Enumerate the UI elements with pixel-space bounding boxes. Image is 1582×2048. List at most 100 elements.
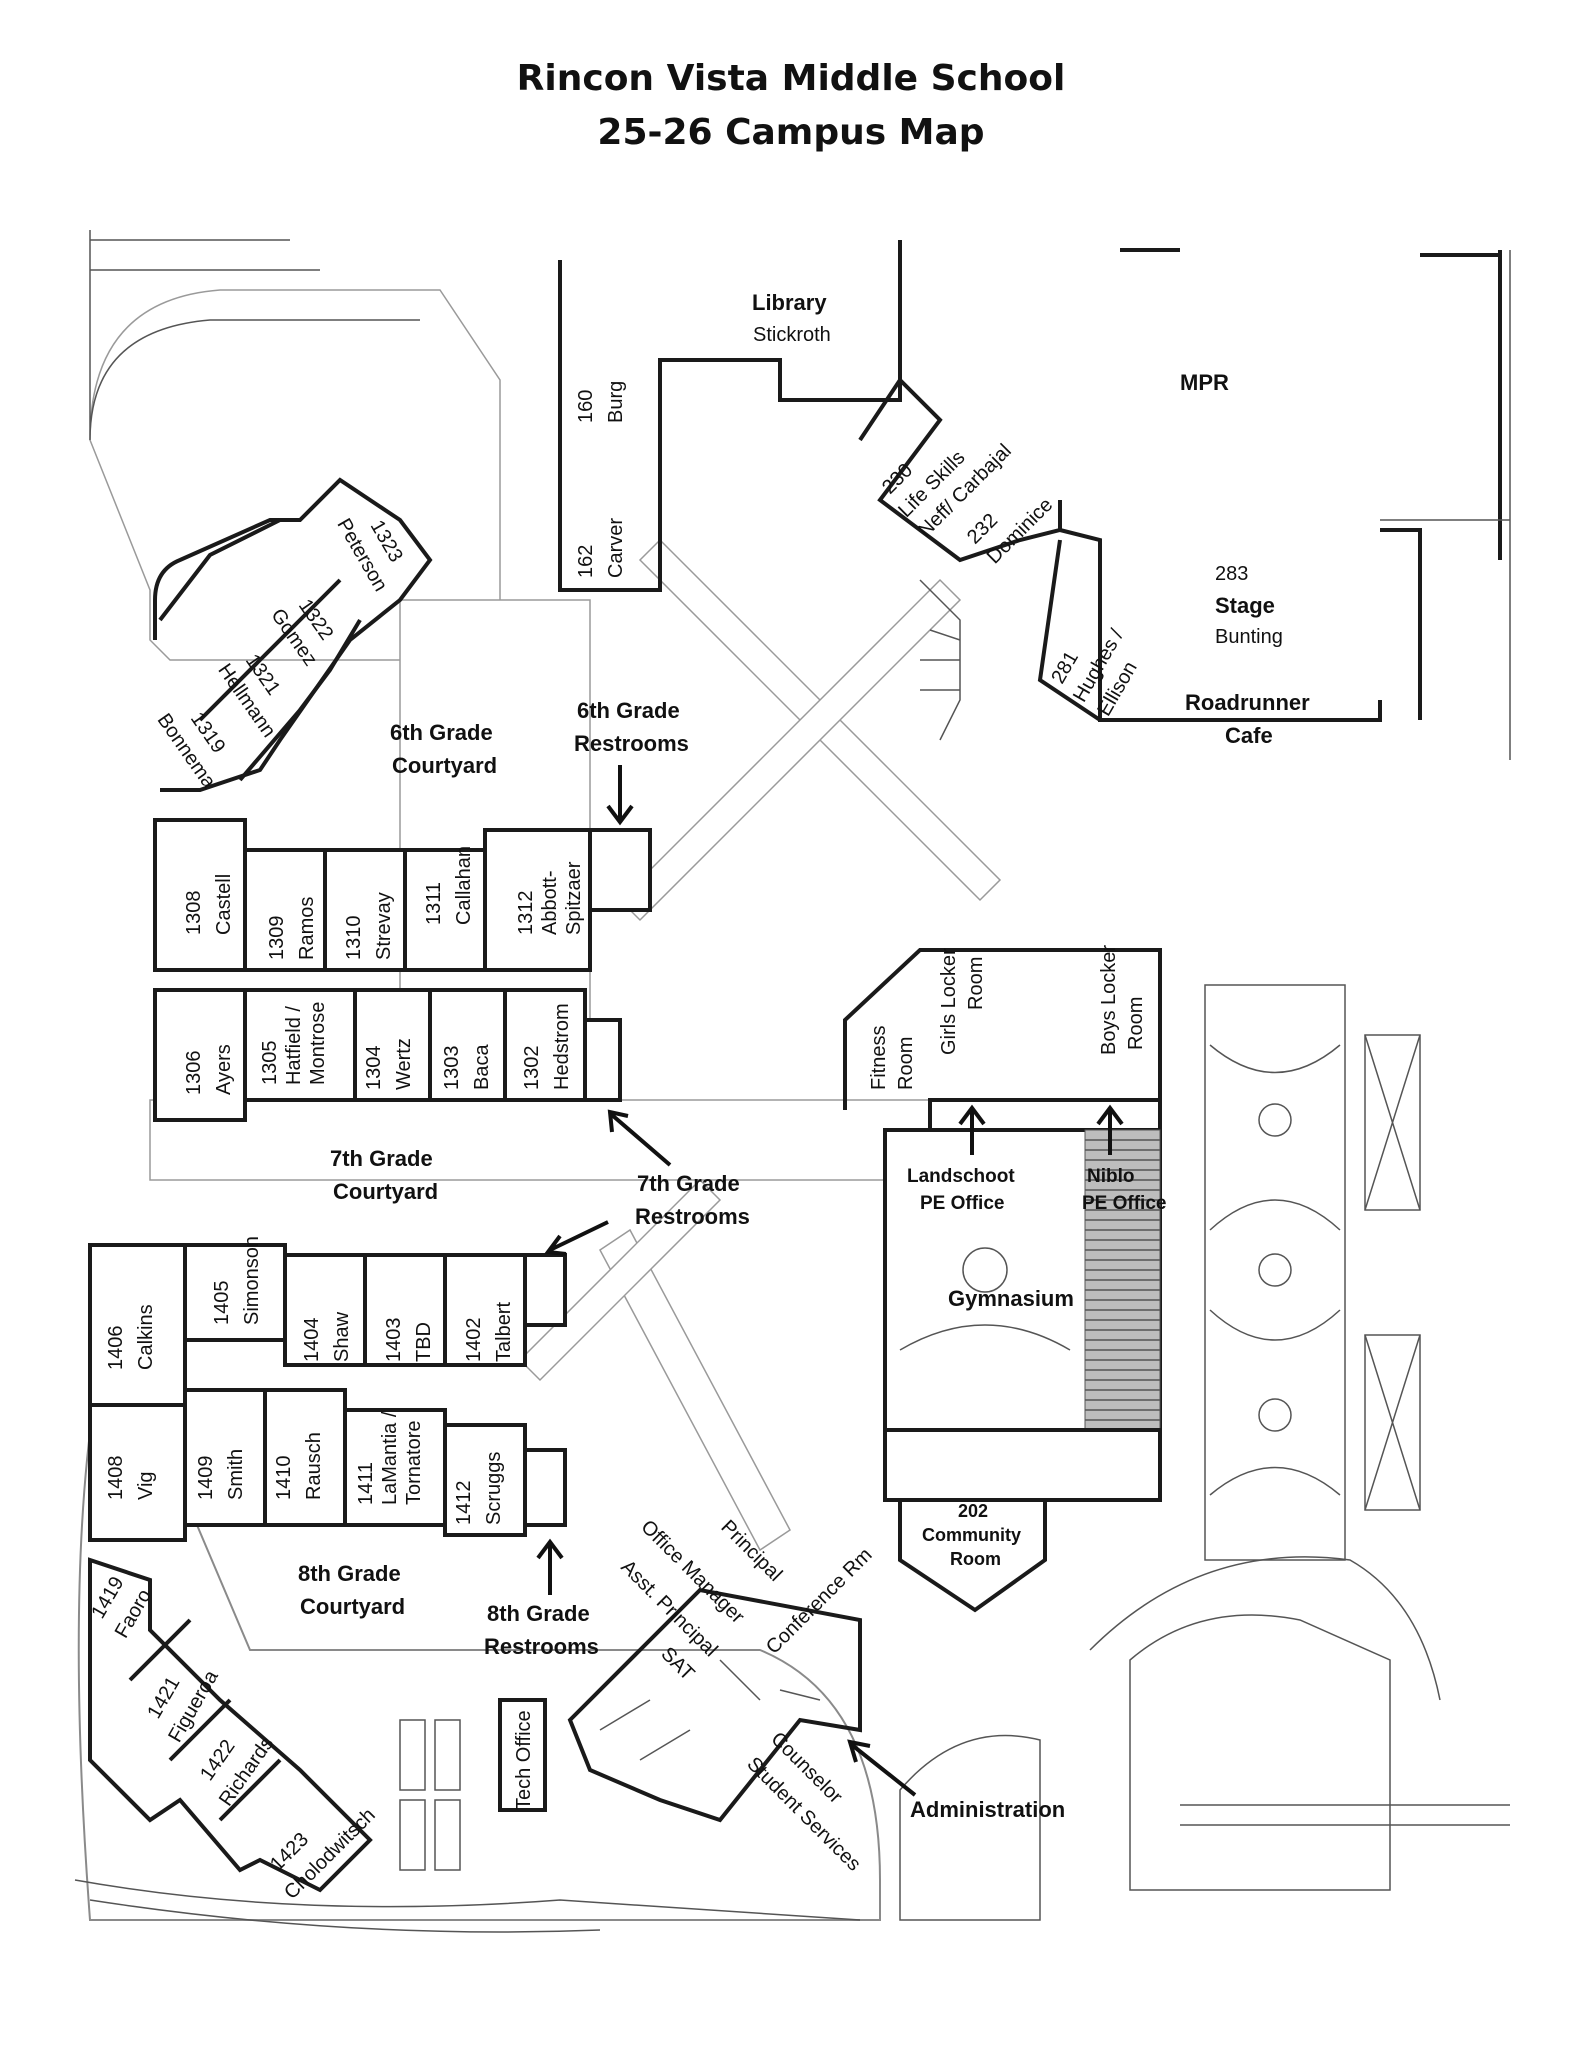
community-room-line3: Room: [950, 1549, 1001, 1569]
sixth-grade-wing: [153, 477, 652, 1122]
map-title: Rincon Vista Middle School 25-26 Campus …: [0, 52, 1582, 160]
stage-teacher: Bunting: [1215, 626, 1283, 648]
fitness-room-line1: Fitness: [868, 1026, 890, 1090]
mpr-label: MPR: [1180, 370, 1229, 395]
room-1412-num: 1412: [453, 1481, 475, 1526]
gym-block: [843, 948, 1162, 1613]
map-subtitle: 25-26 Campus Map: [597, 112, 985, 153]
boys-locker-line1: Boys Locker: [1098, 945, 1120, 1055]
room-1303-num: 1303: [441, 1046, 463, 1091]
tech-office-label: Tech Office: [513, 1710, 535, 1810]
library-label: Library: [752, 290, 827, 315]
room-1404-num: 1404: [301, 1318, 323, 1363]
room-1411-num: 1411: [355, 1462, 377, 1505]
arrow-administration: [847, 1739, 917, 1797]
stage-label: Stage: [1215, 593, 1275, 618]
boys-locker-line2: Room: [1125, 997, 1147, 1050]
courtyard-6-line1: 6th Grade: [390, 720, 493, 745]
arrow-6th-restrooms: [606, 765, 634, 826]
room-1411-line1: LaMantia /: [379, 1411, 401, 1505]
room-1406-num: 1406: [105, 1326, 127, 1371]
cafe-label-1: Roadrunner: [1185, 690, 1310, 715]
room-160-teacher: Burg: [605, 381, 627, 423]
room-1306-num: 1306: [183, 1051, 205, 1096]
school-name: Rincon Vista Middle School: [516, 58, 1066, 99]
courtyard-6-line2: Courtyard: [392, 753, 497, 778]
room-1409-num: 1409: [195, 1456, 217, 1501]
niblo-line1: Niblo: [1087, 1166, 1135, 1187]
stage-room: 283: [1215, 563, 1248, 585]
admin-building: [567, 1587, 862, 1823]
room-1304-teacher: Wertz: [393, 1038, 415, 1090]
library-teacher: Stickroth: [753, 324, 831, 346]
room-1309-num: 1309: [266, 916, 288, 961]
room-1402-num: 1402: [463, 1318, 485, 1363]
restrooms-8-line1: 8th Grade: [487, 1601, 590, 1626]
restrooms-8-line2: Restrooms: [484, 1634, 599, 1659]
restrooms-7-line1: 7th Grade: [637, 1171, 740, 1196]
girls-locker-line1: Girls Locker: [938, 948, 960, 1055]
room-1311-teacher: Callahan: [453, 846, 475, 925]
room-1403-num: 1403: [383, 1318, 405, 1363]
room-1305-line1: Hatfield /: [283, 1006, 305, 1085]
room-1305-num: 1305: [259, 1041, 281, 1086]
room-1310-num: 1310: [343, 916, 365, 961]
courtyard-7-line2: Courtyard: [333, 1179, 438, 1204]
room-162-teacher: Carver: [605, 518, 627, 578]
room-1408-teacher: Vig: [135, 1471, 157, 1500]
room-160-num: 160: [575, 390, 597, 423]
room-1405-teacher: Simonson: [241, 1236, 263, 1325]
room-1302-num: 1302: [521, 1046, 543, 1091]
arrow-8th-restrooms: [536, 1538, 564, 1595]
seventh-eighth-wing: [88, 1243, 567, 1893]
community-room-line2: Community: [922, 1525, 1021, 1545]
restrooms-7-line2: Restrooms: [635, 1204, 750, 1229]
north-buildings: [558, 240, 1511, 760]
room-1308-teacher: Castell: [213, 874, 235, 935]
landschoot-line2: PE Office: [920, 1193, 1004, 1214]
arrow-7th-restrooms-upper: [607, 1109, 672, 1167]
room-1406-teacher: Calkins: [135, 1304, 157, 1370]
room-1312-line1: Abbott-: [539, 871, 561, 935]
restrooms-6-line2: Restrooms: [574, 731, 689, 756]
room-1402-teacher: Talbert: [493, 1302, 515, 1362]
room-1405-num: 1405: [211, 1281, 233, 1326]
room-1408-num: 1408: [105, 1456, 127, 1501]
room-1306-teacher: Ayers: [213, 1044, 235, 1095]
room-1410-teacher: Rausch: [303, 1432, 325, 1500]
room-1412-teacher: Scruggs: [483, 1452, 505, 1525]
room-1409-teacher: Smith: [225, 1449, 247, 1500]
courtyard-7-line1: 7th Grade: [330, 1146, 433, 1171]
room-1403-teacher: TBD: [413, 1322, 435, 1362]
room-1310-teacher: Strevay: [373, 892, 395, 960]
room-1303-teacher: Baca: [471, 1044, 493, 1090]
room-1312-line2: Spitzaer: [563, 861, 585, 935]
gymnasium-label: Gymnasium: [948, 1286, 1074, 1311]
room-1305-line2: Montrose: [307, 1002, 329, 1085]
restrooms-6-line1: 6th Grade: [577, 698, 680, 723]
room-1312-num: 1312: [515, 891, 537, 936]
niblo-line2: PE Office: [1082, 1193, 1166, 1214]
arrow-landschoot: [958, 1104, 986, 1155]
courtyard-8-line2: Courtyard: [300, 1594, 405, 1619]
room-1308-num: 1308: [183, 891, 205, 936]
room-162-num: 162: [575, 545, 597, 578]
community-room-line1: 202: [958, 1501, 988, 1521]
arrow-7th-restrooms-lower: [544, 1220, 609, 1256]
arrows: [536, 765, 1124, 1797]
room-1304-num: 1304: [363, 1046, 385, 1091]
room-1410-num: 1410: [273, 1456, 295, 1501]
fitness-room-line2: Room: [895, 1037, 917, 1090]
room-1404-teacher: Shaw: [331, 1311, 353, 1362]
basketball-courts: [1204, 984, 1421, 1561]
landschoot-line1: Landschoot: [907, 1166, 1015, 1187]
administration-label: Administration: [910, 1797, 1065, 1822]
room-1302-teacher: Hedstrom: [551, 1003, 573, 1090]
girls-locker-line2: Room: [965, 957, 987, 1010]
room-1309-teacher: Ramos: [296, 897, 318, 960]
arrow-niblo: [1096, 1104, 1124, 1155]
room-1411-line2: Tornatore: [403, 1421, 425, 1506]
cafe-label-2: Cafe: [1225, 723, 1273, 748]
courtyard-8-line1: 8th Grade: [298, 1561, 401, 1586]
